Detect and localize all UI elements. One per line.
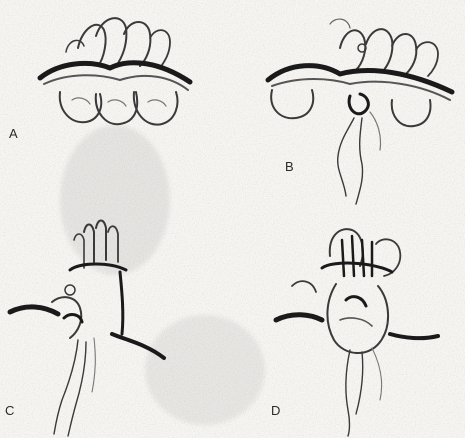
panel-label-d: D [271,404,280,417]
stipple-patch-bottom [145,315,265,425]
panel-label-a: A [9,127,18,140]
panel-label-c: C [5,404,14,417]
stipple-patch-left [60,125,170,275]
panel-label-b: B [285,160,294,173]
